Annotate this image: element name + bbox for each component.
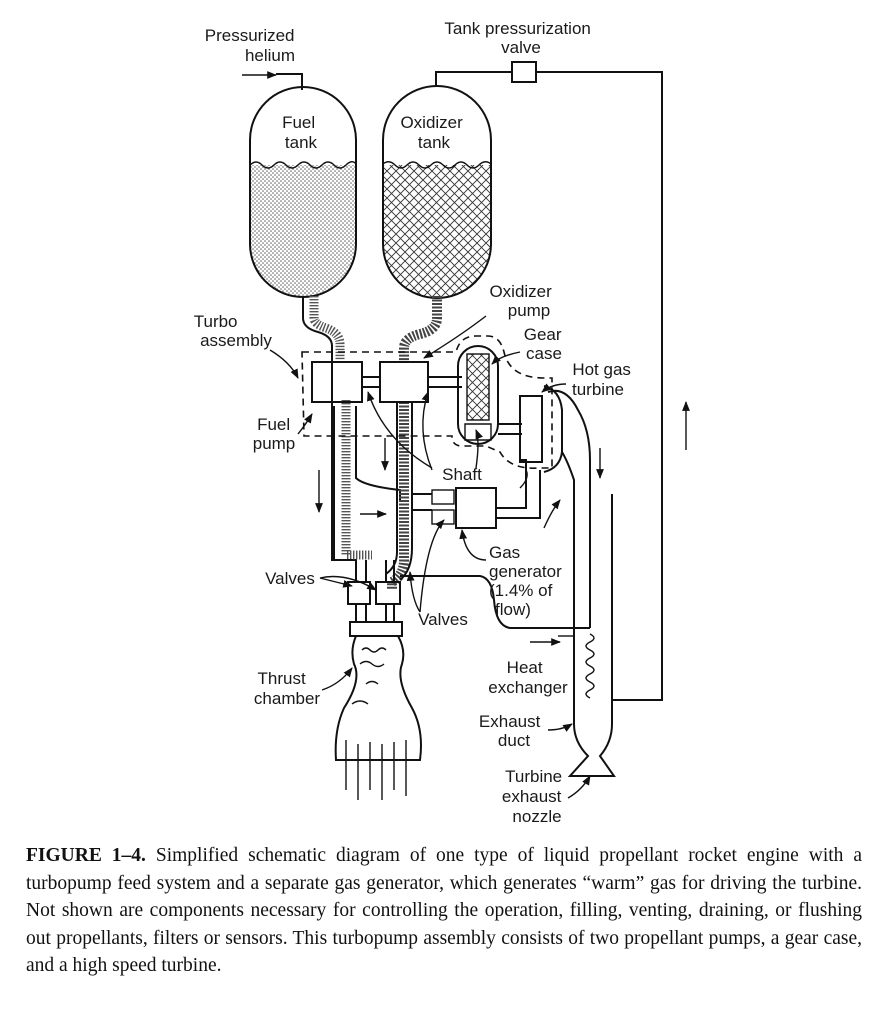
oxidizer-pump-body	[379, 361, 429, 403]
fuel-line	[309, 296, 372, 560]
fuel-tank	[249, 86, 357, 561]
label-valves-left: Valves	[265, 569, 315, 588]
helium-inlet	[242, 71, 303, 90]
label-turbo-assembly: Turbo assembly	[194, 312, 273, 350]
label-shaft: Shaft	[442, 465, 482, 484]
label-valves-right: Valves	[418, 610, 468, 629]
turbine-exhaust-path	[400, 494, 616, 777]
gas-generator	[431, 459, 561, 529]
label-oxidizer-pump: Oxidizer pump	[489, 282, 556, 320]
turbo-assembly-outline	[301, 335, 553, 469]
figure-caption: FIGURE 1–4. Simplified schematic diagram…	[26, 842, 862, 980]
oxidizer-tank	[382, 85, 492, 299]
figure-number: FIGURE 1–4.	[26, 845, 146, 866]
label-oxidizer-tank: Oxidizer tank	[400, 113, 467, 152]
fuel-pump-body	[311, 361, 363, 403]
label-fuel-tank: Fuel tank	[282, 113, 320, 152]
tank-pressurization-line	[435, 61, 690, 701]
label-turbine-exhaust-nozzle: Turbine exhaust nozzle	[502, 767, 567, 826]
leader-lines	[269, 315, 591, 799]
label-pressurized-helium: Pressurized helium	[205, 26, 300, 65]
caption-text: Simplified schematic diagram of one type…	[26, 845, 863, 976]
label-fuel-pump: Fuel pump	[253, 415, 296, 453]
label-gas-generator: Gas generator (1.4% of flow)	[489, 543, 567, 619]
thrust-chamber	[334, 621, 422, 800]
flow-arrows	[315, 438, 604, 637]
hot-gas-turbine	[519, 385, 591, 494]
gear-case	[457, 345, 522, 445]
oxidizer-line	[385, 296, 442, 590]
label-heat-exchanger: Heat exchanger	[488, 658, 568, 697]
label-thrust-chamber: Thrust chamber	[254, 669, 320, 708]
shaft	[362, 376, 462, 388]
label-exhaust-duct: Exhaust duct	[479, 712, 545, 750]
label-hot-gas-turbine: Hot gas turbine	[572, 360, 636, 399]
tank-pressurization-valve	[511, 61, 537, 83]
label-gear-case: Gear case	[524, 325, 567, 363]
schematic-diagram: Pressurized helium Tank pressurization v…	[194, 19, 690, 826]
label-tank-pressurization-valve: Tank pressurization valve	[444, 19, 595, 57]
